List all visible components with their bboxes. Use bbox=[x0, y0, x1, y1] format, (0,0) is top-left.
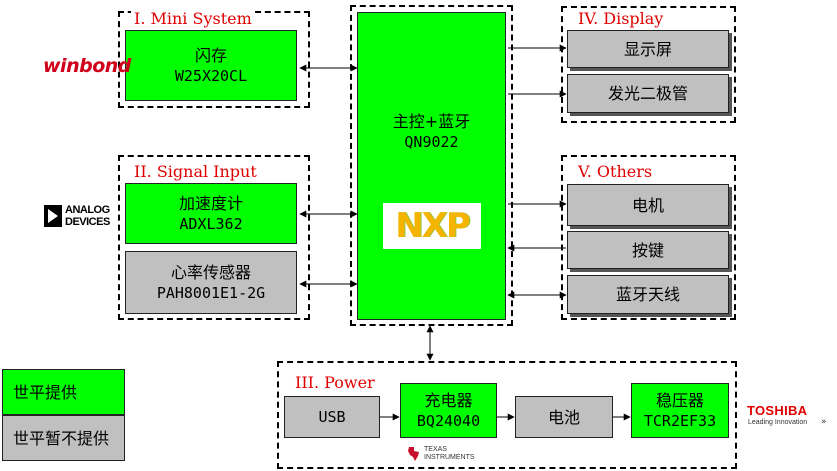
ldo-name: 稳压器 bbox=[655, 390, 704, 410]
flash-block: 闪存 W25X20CL bbox=[125, 30, 297, 101]
lcd-name: 显示屏 bbox=[623, 39, 672, 59]
charger-name: 充电器 bbox=[424, 390, 473, 410]
texas-state-icon bbox=[408, 447, 419, 461]
display-title: IV. Display bbox=[575, 10, 667, 28]
texas-instruments-logo: TEXAS INSTRUMENTS bbox=[408, 445, 478, 465]
led-name: 发光二极管 bbox=[607, 84, 688, 103]
ti-line2: INSTRUMENTS bbox=[424, 454, 475, 461]
ti-line1: TEXAS bbox=[424, 446, 447, 453]
legend-provided: 世平提供 bbox=[2, 369, 125, 415]
others-title: V. Others bbox=[575, 163, 656, 181]
led-block: 发光二极管 bbox=[567, 74, 729, 113]
flash-name: 闪存 bbox=[194, 45, 227, 65]
analog-devices-line2: DEVICES bbox=[65, 216, 110, 228]
power-section bbox=[277, 361, 737, 469]
toshiba-logo: TOSHIBA Leading Innovation » bbox=[747, 403, 835, 431]
ldo-block: 稳压器 TCR2EF33 bbox=[631, 383, 729, 438]
toshiba-wordmark: TOSHIBA bbox=[747, 403, 808, 418]
key-block: 按键 bbox=[567, 231, 729, 269]
flash-part: W25X20CL bbox=[174, 66, 248, 85]
usb-name: USB bbox=[318, 407, 346, 426]
toshiba-chevrons-icon: » bbox=[821, 417, 827, 427]
mcu-part: QN9022 bbox=[404, 133, 459, 151]
signal-input-title: II. Signal Input bbox=[131, 163, 260, 181]
antenna-name: 蓝牙天线 bbox=[615, 285, 680, 304]
display-section bbox=[561, 6, 736, 123]
antenna-block: 蓝牙天线 bbox=[567, 275, 729, 314]
mcu-section bbox=[350, 5, 513, 326]
mini-system-title: I. Mini System bbox=[131, 10, 255, 28]
legend-not-provided-label: 世平暂不提供 bbox=[13, 428, 110, 448]
legend-provided-label: 世平提供 bbox=[13, 382, 78, 402]
heart-rate-part: PAH8001E1-2G bbox=[156, 283, 266, 302]
charger-block: 充电器 BQ24040 bbox=[400, 383, 497, 438]
lcd-block: 显示屏 bbox=[567, 30, 729, 68]
battery-block: 电池 bbox=[515, 396, 613, 438]
mcu-block: 主控+蓝牙 QN9022 bbox=[357, 12, 506, 320]
analog-devices-line1: ANALOG bbox=[65, 204, 110, 216]
nxp-logo-text: NXP bbox=[395, 206, 471, 246]
motor-block: 电机 bbox=[567, 184, 729, 226]
winbond-logo: winbond bbox=[43, 55, 131, 77]
motor-name: 电机 bbox=[631, 195, 664, 215]
charger-part: BQ24040 bbox=[416, 411, 481, 430]
toshiba-tagline: Leading Innovation bbox=[748, 419, 808, 426]
analog-devices-triangle-icon bbox=[44, 205, 62, 227]
accel-part: ADXL362 bbox=[179, 214, 243, 233]
battery-name: 电池 bbox=[547, 407, 580, 427]
power-title: III. Power bbox=[292, 374, 378, 392]
legend-not-provided: 世平暂不提供 bbox=[2, 415, 125, 461]
others-section bbox=[561, 155, 736, 320]
nxp-logo: NXP bbox=[383, 203, 481, 249]
accel-block: 加速度计 ADXL362 bbox=[125, 183, 297, 244]
analog-devices-logo: ANALOG DEVICES bbox=[44, 203, 116, 229]
heart-rate-block: 心率传感器 PAH8001E1-2G bbox=[125, 251, 297, 314]
ldo-part: TCR2EF33 bbox=[643, 411, 717, 430]
signal-input-section bbox=[118, 155, 310, 320]
key-name: 按键 bbox=[631, 240, 664, 260]
mcu-name: 主控+蓝牙 bbox=[392, 112, 471, 131]
accel-name: 加速度计 bbox=[178, 193, 243, 213]
usb-block: USB bbox=[284, 396, 380, 438]
heart-rate-name: 心率传感器 bbox=[170, 262, 251, 282]
